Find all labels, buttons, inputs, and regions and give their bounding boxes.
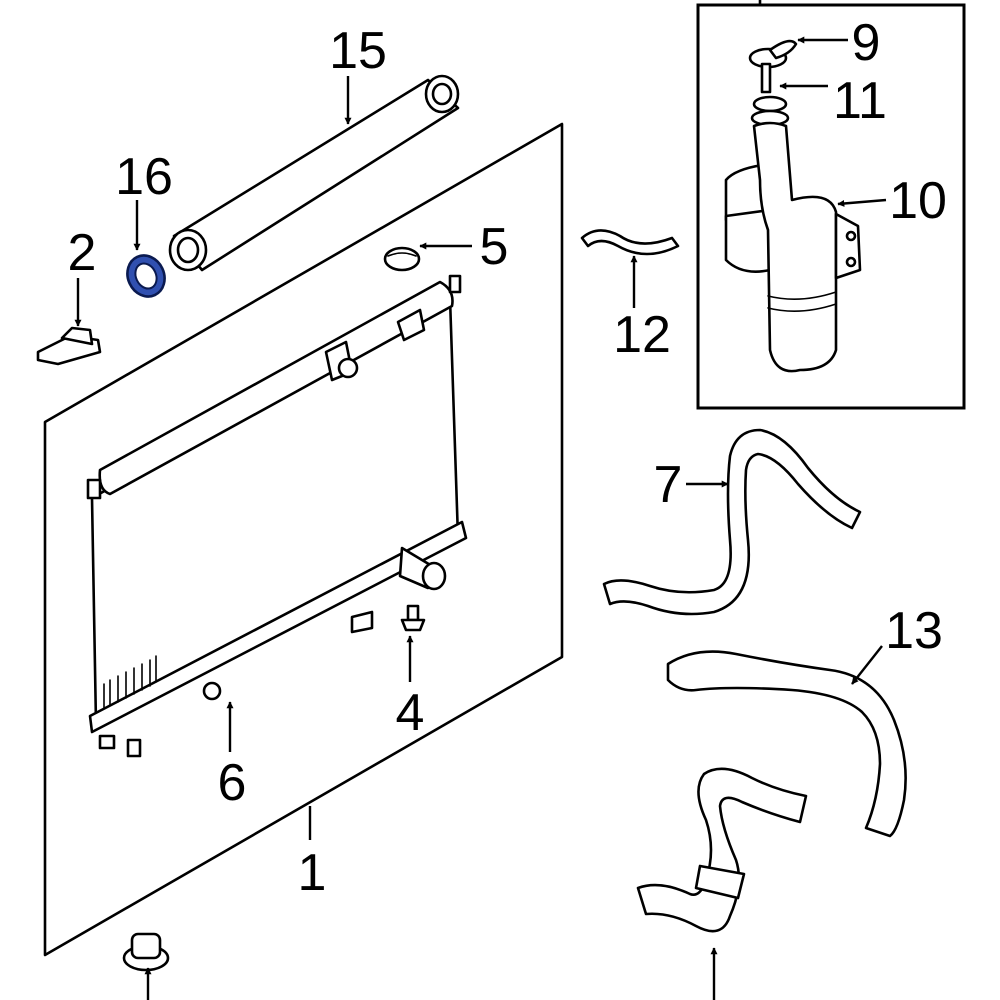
callout-13: 13 <box>885 602 943 660</box>
hose-13 <box>666 650 907 838</box>
upper-mount-bracket <box>36 326 102 366</box>
hose-7 <box>602 428 862 616</box>
radiator-cap <box>383 246 421 272</box>
reservoir-tank <box>724 121 862 373</box>
lower-hose <box>636 767 808 933</box>
callout-6: 6 <box>218 754 247 812</box>
radiator-assembly <box>86 274 468 758</box>
callout-16: 16 <box>115 148 173 206</box>
callout-10: 10 <box>889 172 947 230</box>
callout-11: 11 <box>833 72 887 130</box>
callout-2: 2 <box>68 224 97 282</box>
reservoir-gasket <box>750 95 790 127</box>
callout-5: 5 <box>480 218 509 276</box>
callout-4: 4 <box>396 684 425 742</box>
callout-12: 12 <box>613 306 671 364</box>
callout-labels: 1 2 4 5 6 7 9 10 11 12 13 15 16 <box>68 14 947 902</box>
callout-7: 7 <box>654 456 683 514</box>
callout-9: 9 <box>852 14 881 72</box>
small-hose-12 <box>580 229 680 256</box>
drain-plug <box>400 604 426 632</box>
callout-1: 1 <box>298 844 327 902</box>
callout-15: 15 <box>329 22 387 80</box>
reservoir-cap <box>748 39 798 94</box>
leader-lines <box>74 36 887 1000</box>
mount-grommet <box>122 932 170 972</box>
upper-radiator-hose <box>168 74 460 272</box>
o-ring-seal <box>126 254 166 298</box>
